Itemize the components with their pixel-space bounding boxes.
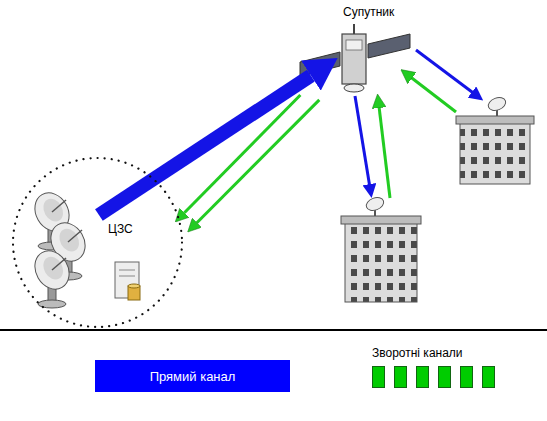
dish-antenna-group xyxy=(28,187,92,308)
earth-station-node: ЦЗС xyxy=(10,155,193,330)
legend-swatch-square xyxy=(438,366,451,388)
dotted-region-outline xyxy=(10,155,185,330)
building-icon-part xyxy=(486,95,507,112)
forward-channel-legend: Прямий канал xyxy=(95,360,290,392)
dish-antenna-group-part-part xyxy=(55,225,83,255)
dish-antenna-group-part xyxy=(28,245,76,308)
satellite-icon-part xyxy=(344,84,364,92)
forward-channel-arrow xyxy=(99,76,311,215)
legend-swatch-squares xyxy=(372,366,495,388)
channel-arrow-part xyxy=(355,96,371,194)
legend-label: Прямий канал xyxy=(150,369,236,384)
dish-antenna-group-part-part xyxy=(39,253,67,283)
node-label: Супутник xyxy=(343,5,423,20)
node-label: ЦЗС xyxy=(108,222,193,237)
dish-antenna-group-part-part xyxy=(52,200,66,212)
legend-swatch-square xyxy=(416,366,429,388)
legend-swatch-square xyxy=(394,366,407,388)
satellite-node: Супутник xyxy=(295,0,423,104)
dish-antenna-group-part-part xyxy=(28,245,76,296)
return-channel-arrow xyxy=(197,100,319,223)
channel-arrow xyxy=(355,50,480,198)
building-icon-part xyxy=(364,195,385,212)
channel-arrow-part xyxy=(378,98,390,198)
server-icon-part xyxy=(119,276,135,277)
return-channel-legend: Зворотні канали xyxy=(372,346,495,388)
satellite-icon-part xyxy=(353,24,355,34)
building-icon-part xyxy=(456,116,534,124)
dish-antenna-group-part-part xyxy=(52,258,66,270)
legend-swatch-square xyxy=(460,366,473,388)
satellite-icon-part xyxy=(368,34,410,58)
satellite-icon-part xyxy=(346,40,362,50)
dish-antenna-group-part-part xyxy=(68,230,82,242)
server-icon-part xyxy=(128,284,140,288)
satellite-icon-part xyxy=(342,34,366,84)
legend-swatch-square xyxy=(372,366,385,388)
channel-arrow-part xyxy=(404,72,456,112)
satellite-icon xyxy=(300,24,410,92)
return-channel-arrow xyxy=(184,95,300,213)
building-icon xyxy=(456,95,534,184)
dish-antenna-group-part-part xyxy=(39,195,67,225)
dotted-region-outline xyxy=(13,158,182,327)
server-icon-part xyxy=(119,270,135,271)
legend-swatch-bar: Прямий канал xyxy=(95,360,290,392)
building-icon-part xyxy=(345,222,417,302)
legend-swatch-square xyxy=(482,366,495,388)
server-icon xyxy=(115,262,140,300)
building-icon-part xyxy=(460,122,530,184)
channel-arrow-part xyxy=(416,50,480,98)
building-icon xyxy=(341,195,421,302)
legend-label: Зворотні канали xyxy=(372,346,463,361)
divider-line xyxy=(0,329,547,331)
building-icon-part xyxy=(341,216,421,224)
